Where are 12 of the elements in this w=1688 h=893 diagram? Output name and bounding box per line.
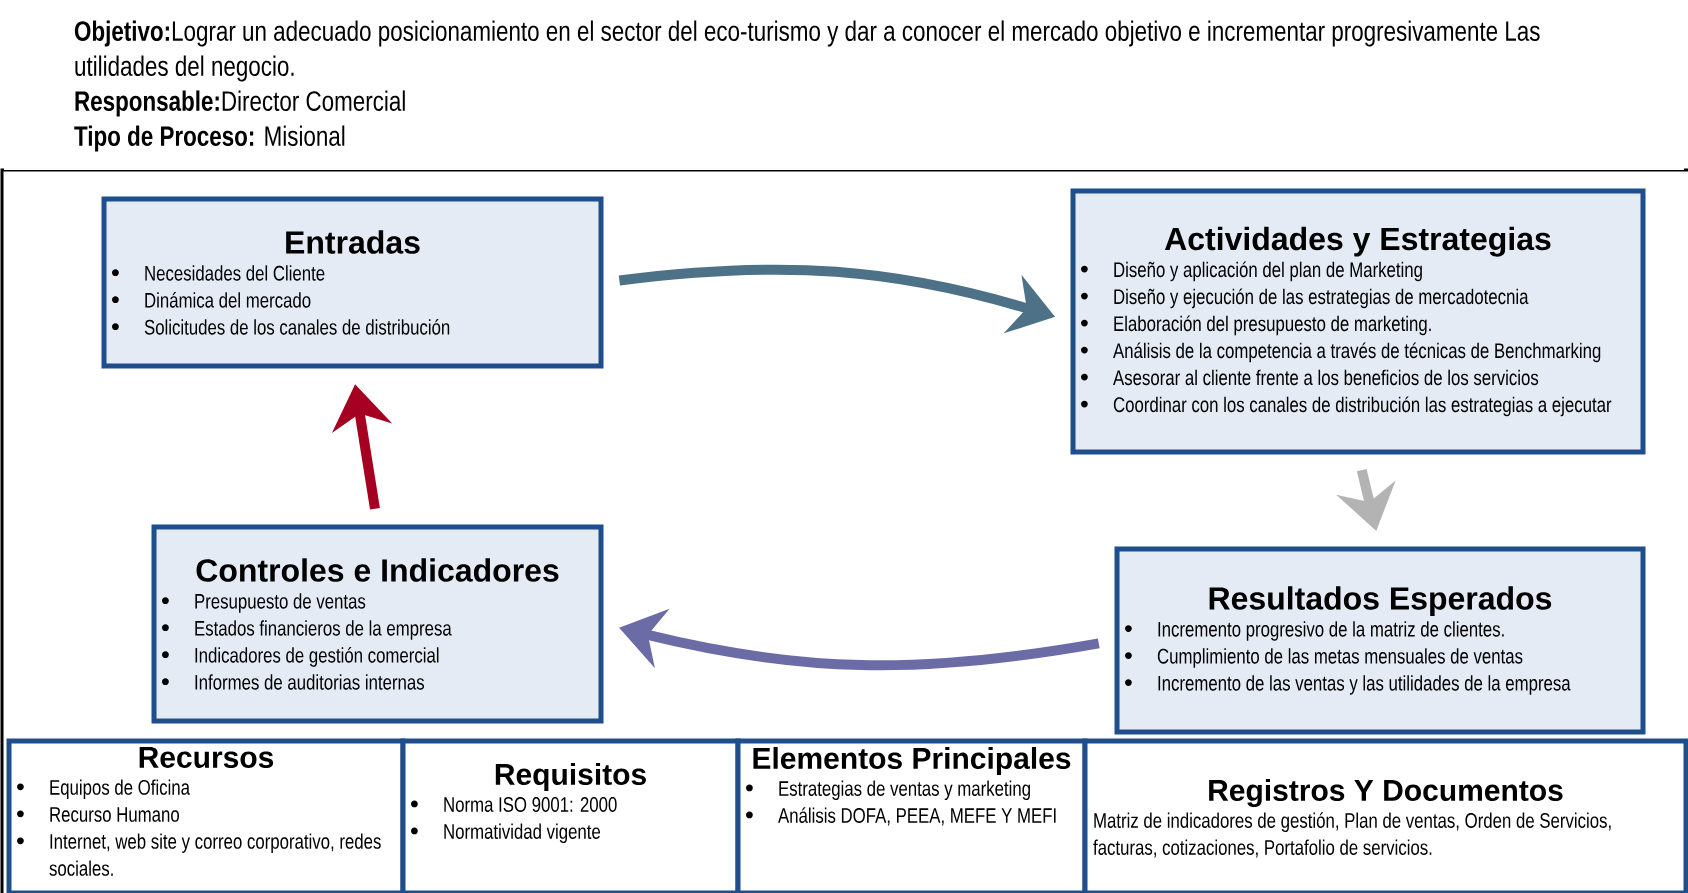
node-label: Objetivo:Lograr un adecuado posicionamiento en el sector del eco-turismo y dar a conocer el mercado objetivo e incrementar progresivamente Las utilidades del negocio. — [74, 20, 1540, 82]
node-label: Tipo de Proceso: Misional — [74, 125, 345, 152]
node-label: Responsable:Director Comercial — [75, 90, 405, 117]
process-box: Recursos Equipos de Oficina Recurso Humano Internet, web site y correo corporativo, redes sociales. — [6, 738, 406, 893]
process-box: Resultados Esperados Incremento progresivo de la matriz de clientes. Cumplimiento de las metas mensuales de ventas Incremento de las ventas y las utilidades de la empresa — [1114, 546, 1646, 735]
process-box: Controles e Indicadores Presupuesto de ventas Estados financieros de la empresa Indicadores de gestión comercial Informes de auditorias internas — [151, 524, 604, 724]
process-box: Entradas Necesidades del Cliente Dinámica del mercado Solicitudes de los canales de distribución — [101, 196, 604, 369]
objective-header: Objetivo:Lograr un adecuado posicionamiento en el sector del eco-turismo y dar a conocer el mercado objetivo e incrementar progresivamente Las utilidades del negocio. Responsable:Director Comercial Tipo de Proceso: Misional — [4, 2, 1684, 170]
process-box: Requisitos Norma ISO 9001: 2000 Normatividad vigente — [400, 738, 741, 893]
process-box: Registros Y Documentos Matriz de indicadores de gestión, Plan de ventas, Orden de Servicios, facturas, cotizaciones, Portafolio de servicios. — [1082, 738, 1688, 893]
process-box: Elementos Principales Estrategias de ventas y marketing Análisis DOFA, PEEA, MEFE Y MEFI — [735, 738, 1088, 893]
process-box: Actividades y Estrategias Diseño y aplicación del plan de Marketing Diseño y ejecución de las estrategias de mercadotecnia Elaboración del presupuesto de marketing. Análisis de la competencia a través de técnicas de Benchmarking Asesorar al cliente frente a los beneficios de los servicios Coordinar con los canales de distribución las estrategias a ejecutar — [1070, 188, 1646, 455]
